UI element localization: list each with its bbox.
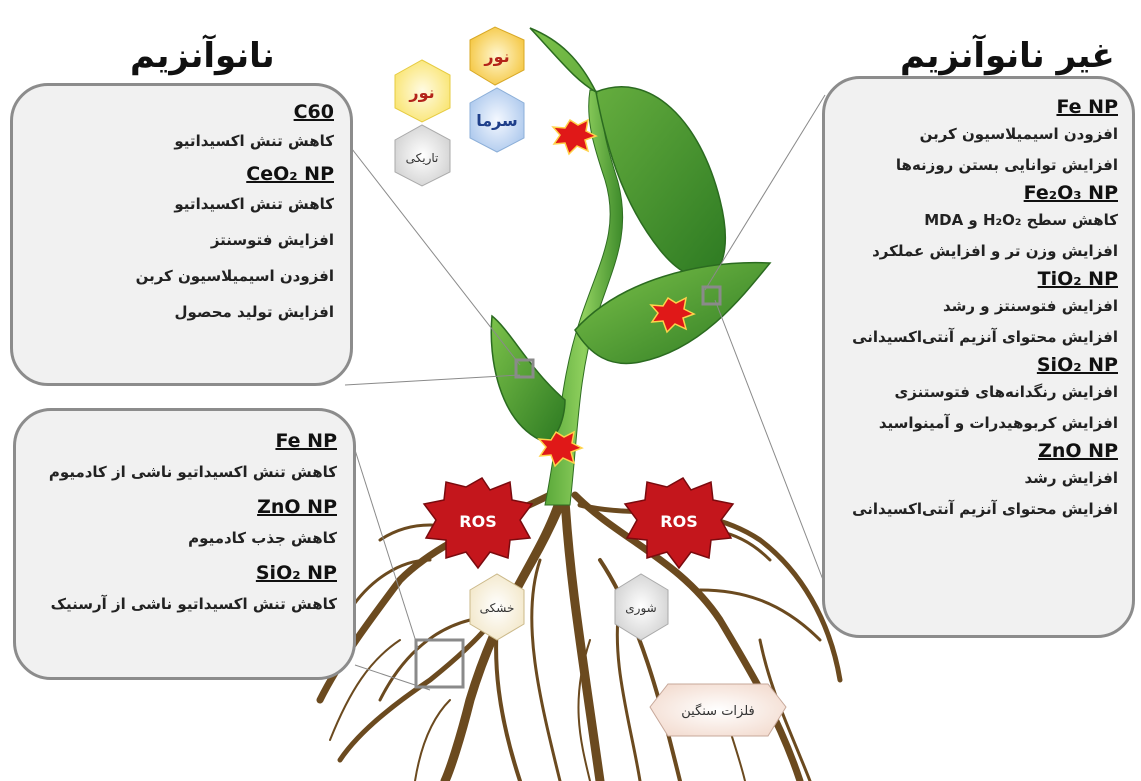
non-nanozyme-panel: Fe NP افزودن اسیمیلاسیون کربن افزایش توا…: [822, 76, 1135, 638]
np-effect: کاهش تنش اکسیداتیو ناشی از کادمیوم: [32, 453, 337, 491]
hex-light-1-label: نور: [483, 47, 509, 66]
ros-burst-right: ROS: [625, 478, 733, 568]
np-title: Fe NP: [837, 95, 1118, 119]
hex-heavy-metals: فلزات سنگین: [650, 684, 786, 736]
hex-salinity: شوری: [615, 574, 668, 640]
nanozyme-heading: نانوآنزیم: [130, 36, 275, 76]
np-effect: افزایش توانایی بستن روزنه‌ها: [837, 150, 1118, 181]
np-effect: کاهش تنش اکسیداتیو: [29, 124, 334, 158]
np-effect: کاهش جذب کادمیوم: [32, 519, 337, 557]
top-leaf: [530, 28, 725, 277]
hex-cold-label: سرما: [476, 111, 518, 130]
np-effect: افزایش محتوای آنزیم آنتی‌اکسیدانی: [837, 494, 1118, 525]
hex-light-2-label: نور: [408, 83, 434, 102]
np-effect: کاهش تنش اکسیداتیو ناشی از آرسنیک: [32, 585, 337, 623]
np-effect: افزایش تولید محصول: [29, 294, 334, 330]
np-title: SiO₂ NP: [837, 353, 1118, 377]
ros-label-right: ROS: [660, 512, 697, 531]
roots: [320, 495, 840, 781]
np-effect: افزایش فتوسنتز و رشد: [837, 291, 1118, 322]
ros-burst-left: ROS: [424, 478, 532, 568]
np-title: C60: [29, 100, 334, 124]
np-title: ZnO NP: [32, 495, 337, 519]
np-title: SiO₂ NP: [32, 561, 337, 585]
np-title: ZnO NP: [837, 439, 1118, 463]
inspect-square-roots: [416, 640, 463, 687]
hex-salinity-label: شوری: [625, 601, 656, 616]
np-title: Fe₂O₃ NP: [837, 181, 1118, 205]
nanozyme-root-panel: Fe NP کاهش تنش اکسیداتیو ناشی از کادمیوم…: [13, 408, 356, 680]
connector-lines: [345, 95, 825, 690]
hex-heavy-metals-label: فلزات سنگین: [681, 703, 755, 719]
np-effect: کاهش تنش اکسیداتیو: [29, 186, 334, 222]
hex-darkness-label: تاریکی: [406, 151, 439, 166]
np-effect: افزایش فتوسنتز: [29, 222, 334, 258]
hex-light-1: نور: [470, 27, 524, 85]
non-nanozyme-heading: غیر نانوآنزیم: [900, 36, 1115, 76]
hex-light-2: نور: [395, 60, 450, 122]
hex-darkness: تاریکی: [395, 125, 450, 186]
np-effect: افزایش رشد: [837, 463, 1118, 494]
np-effect: افزایش رنگدانه‌های فتوستنزی: [837, 377, 1118, 408]
np-effect: کاهش سطح H₂O₂ و MDA: [837, 205, 1118, 236]
np-effect: افزایش محتوای آنزیم آنتی‌اکسیدانی: [837, 322, 1118, 353]
ros-label-left: ROS: [459, 512, 496, 531]
hex-cold: سرما: [470, 88, 524, 152]
np-title: Fe NP: [32, 429, 337, 453]
np-effect: افزودن اسیمیلاسیون کربن: [29, 258, 334, 294]
hex-drought-label: خشکی: [480, 601, 515, 615]
np-effect: افزایش وزن تر و افزایش عملکرد: [837, 236, 1118, 267]
nanozyme-leaf-panel: C60 کاهش تنش اکسیداتیو CeO₂ NP کاهش تنش …: [10, 83, 353, 386]
np-effect: افزودن اسیمیلاسیون کربن: [837, 119, 1118, 150]
np-effect: افزایش کربوهیدرات و آمینواسید: [837, 408, 1118, 439]
np-title: CeO₂ NP: [29, 162, 334, 186]
np-title: TiO₂ NP: [837, 267, 1118, 291]
